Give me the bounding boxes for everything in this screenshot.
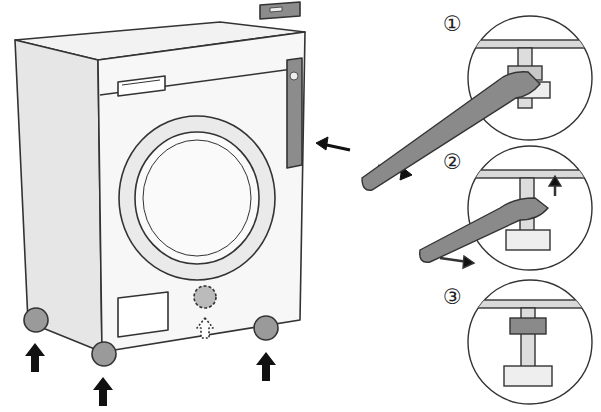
drawer-handle (122, 80, 160, 85)
detail-3 (468, 280, 598, 404)
lift-arrow (256, 352, 276, 381)
up-arrows (25, 343, 276, 406)
arrow-head (549, 176, 561, 186)
spirit-level (287, 58, 302, 168)
lift-arrow (25, 343, 45, 372)
door-outer (119, 116, 275, 280)
callout-number: ① (443, 12, 462, 36)
detail-circle (468, 280, 592, 404)
machine-base (468, 300, 598, 308)
foot (254, 316, 278, 340)
spirit-level (260, 2, 300, 19)
foot (92, 342, 116, 366)
lift-arrow (93, 377, 113, 406)
wrench (420, 198, 548, 262)
callout-number: ② (443, 150, 462, 174)
detail-2 (420, 146, 598, 270)
service-flap (118, 292, 168, 337)
level-bubble (270, 7, 282, 12)
callout-number: ③ (443, 285, 462, 309)
foot (24, 308, 48, 332)
hidden-arrow (197, 318, 213, 338)
door-inner (143, 140, 251, 256)
washing-machine (15, 2, 305, 366)
foot-hidden (194, 286, 216, 308)
level-bubble (290, 72, 298, 80)
arrow-head (463, 256, 474, 268)
detergent-drawer (118, 76, 165, 96)
arrow-head (316, 137, 328, 150)
machine-front (98, 32, 305, 352)
door-glass (135, 132, 259, 264)
machine-base (468, 40, 598, 48)
machine-side (15, 40, 102, 352)
foot-nut (506, 230, 550, 250)
lock-nut (510, 318, 546, 334)
foot-nut (504, 366, 552, 386)
machine-base (468, 170, 598, 178)
panel-line (100, 68, 300, 95)
